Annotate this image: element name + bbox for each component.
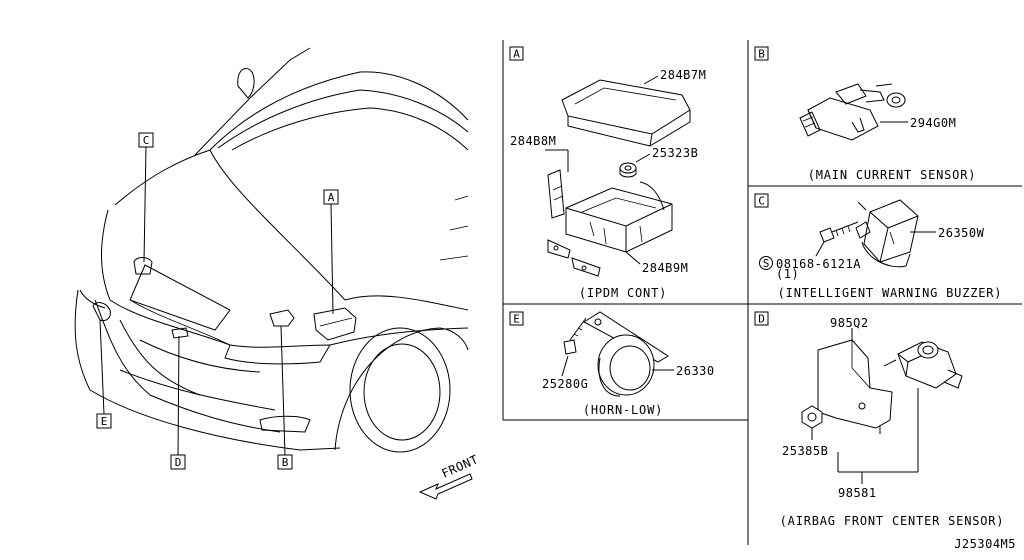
- horn-illustration: [563, 311, 669, 397]
- panel-b-letter: B: [758, 48, 765, 61]
- callout-a[interactable]: A: [323, 189, 339, 205]
- panel-d-letter: D: [758, 313, 765, 326]
- svg-text:B: B: [282, 456, 289, 469]
- part-98581: 98581: [838, 486, 877, 500]
- panel-a-letter: A: [513, 48, 520, 61]
- caption-warning-buzzer: (INTELLIGENT WARNING BUZZER): [778, 286, 1003, 300]
- part-25323b: 25323B: [652, 146, 698, 160]
- buzzer-location-marker: [133, 257, 153, 275]
- part-284b9m: 284B9M: [642, 261, 688, 275]
- svg-text:E: E: [101, 415, 108, 428]
- caption-airbag-sensor: (AIRBAG FRONT CENTER SENSOR): [780, 514, 1005, 528]
- ipdm-box: [547, 181, 673, 277]
- current-sensor-location-marker: [269, 309, 295, 327]
- panel-e-letter: E: [513, 313, 520, 326]
- svg-text:A: A: [328, 191, 335, 204]
- part-985q2: 985Q2: [830, 316, 869, 330]
- standard-part-symbol: [759, 256, 773, 270]
- part-08168-6121a: 08168-6121A: [776, 257, 861, 271]
- part-26330: 26330: [676, 364, 715, 378]
- ipdm-cover: [561, 79, 691, 147]
- svg-text:D: D: [175, 456, 182, 469]
- ipdm-nut: [619, 162, 637, 178]
- callout-b[interactable]: B: [277, 454, 293, 470]
- current-sensor-illustration: [799, 83, 906, 141]
- part-quantity: (1): [776, 267, 799, 281]
- airbag-sensor-bracket: [817, 339, 893, 434]
- callout-c[interactable]: C: [138, 132, 154, 148]
- panel-b: B 294G0M (MAIN CURRENT SENSOR): [754, 46, 977, 182]
- svg-text:C: C: [143, 134, 150, 147]
- callout-d[interactable]: D: [170, 454, 186, 470]
- part-26350w: 26350W: [938, 226, 985, 240]
- part-284b7m: 284B7M: [660, 68, 706, 82]
- front-arrow: FRONT: [418, 452, 481, 500]
- panel-d: D 985Q2 25385B 98581: [754, 311, 1005, 528]
- horn-location-marker: [92, 302, 111, 321]
- airbag-sensor-location-marker: [171, 327, 189, 339]
- panel-a: A 284B7M 284B8M 25323B: [509, 46, 706, 300]
- part-294g0m: 294G0M: [910, 116, 956, 130]
- front-label: FRONT: [440, 452, 481, 480]
- callout-e[interactable]: E: [96, 413, 112, 429]
- panel-c: C 26350W S 08168-6121A (1) (INTELLIGENT …: [754, 193, 1003, 300]
- panel-c-letter: C: [758, 195, 765, 208]
- caption-main-current-sensor: (MAIN CURRENT SENSOR): [808, 168, 977, 182]
- buzzer-illustration: [819, 199, 919, 268]
- part-284b8m: 284B8M: [510, 134, 556, 148]
- caption-ipdm: (IPDM CONT): [579, 286, 667, 300]
- part-25280g: 25280G: [542, 377, 588, 391]
- svg-text:S: S: [763, 257, 770, 270]
- caption-horn-low: (HORN-LOW): [583, 403, 663, 417]
- ipdm-bracket: [547, 169, 565, 219]
- airbag-sensor-unit: [883, 341, 963, 389]
- panel-e: E 26330 25280G (HORN-LOW): [509, 311, 715, 417]
- car-overview-illustration: [74, 47, 469, 456]
- ipdm-location-marker: [313, 307, 357, 341]
- part-25385b: 25385B: [782, 444, 828, 458]
- airbag-sensor-nut: [801, 405, 823, 429]
- panel-grid: [502, 40, 1022, 545]
- diagram-code: J25304M5: [954, 537, 1016, 551]
